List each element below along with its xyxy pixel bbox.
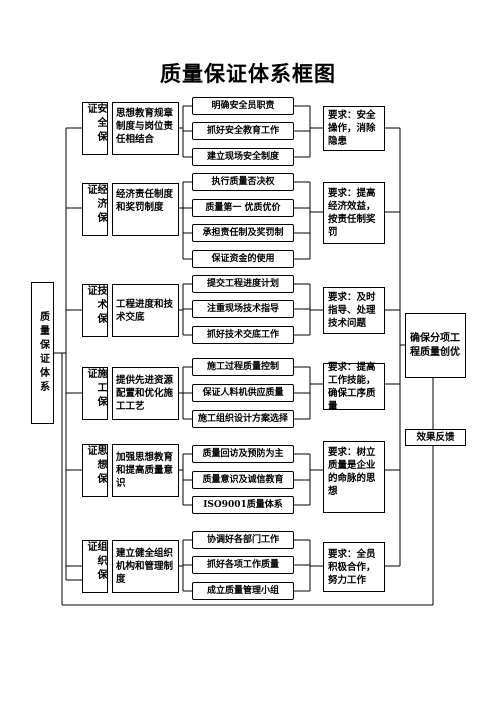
section-measure-ideological: 加强思想教育和提高质量意识 (112, 444, 179, 497)
section-name-safety: 安全保证 (82, 102, 108, 155)
section-measure-construction: 提供先进资源配置和优化施工工艺 (112, 367, 179, 420)
task-economic-3: 承担责任制及奖罚制 (192, 224, 294, 242)
requirement-construction: 要求：提高工作技能，确保工序质量 (323, 362, 385, 412)
task-technical-2: 注重现场技术指导 (192, 300, 294, 318)
task-construction-3: 施工组织设计方案选择 (192, 410, 294, 428)
section-name-ideological: 思想保证 (82, 444, 108, 497)
section-name-technical: 技术保证 (82, 284, 108, 337)
task-construction-2: 保证人料机供应质量 (192, 384, 294, 402)
section-measure-safety: 思想教育规章制度与岗位责任相结合 (112, 102, 179, 155)
requirement-organizational: 要求：全员积极合作，努力工作 (323, 542, 385, 592)
root-box: 质量保证体系 (31, 282, 54, 424)
task-safety-1: 明确安全员职责 (192, 97, 294, 115)
task-construction-1: 施工过程质量控制 (192, 358, 294, 376)
task-ideological-3: ISO9001质量体系 (192, 496, 294, 514)
task-organizational-1: 协调好各部门工作 (192, 531, 294, 549)
task-organizational-2: 抓好各项工作质量 (192, 556, 294, 574)
task-ideological-2: 质量意识及诚信教育 (192, 471, 294, 489)
task-economic-2: 质量第一 优质优价 (192, 199, 294, 217)
section-measure-organizational: 建立健全组织机构和管理制度 (112, 540, 179, 593)
task-organizational-3: 成立质量管理小组 (192, 582, 294, 600)
section-name-construction: 施工保证 (82, 367, 108, 420)
section-measure-technical: 工程进度和技术交底 (112, 284, 179, 337)
requirement-economic: 要求：提高经济效益，按责任制奖罚 (323, 182, 385, 244)
requirement-technical: 要求：及时指导、处理技术问题 (323, 287, 385, 334)
section-name-organizational: 组织保证 (82, 540, 108, 593)
task-safety-3: 建立现场安全制度 (192, 148, 294, 166)
page-title: 质量保证体系框图 (160, 61, 336, 86)
task-technical-1: 提交工程进度计划 (192, 275, 294, 293)
section-measure-economic: 经济责任制度和奖罚制度 (112, 183, 179, 236)
requirement-ideological: 要求：树立质量是企业的命脉的思想 (323, 441, 385, 513)
task-economic-1: 执行质量否决权 (192, 173, 294, 191)
requirement-safety: 要求：安全操作，消除隐患 (323, 106, 385, 151)
section-name-economic: 经济保证 (82, 183, 108, 236)
task-economic-4: 保证资金的使用 (192, 250, 294, 268)
task-ideological-1: 质量回访及预防为主 (192, 445, 294, 463)
goal-box: 确保分项工程质量创优 (405, 313, 466, 378)
task-safety-2: 抓好安全教育工作 (192, 122, 294, 140)
feedback-box: 效果反馈 (405, 429, 466, 446)
task-technical-3: 抓好技术交底工作 (192, 326, 294, 344)
